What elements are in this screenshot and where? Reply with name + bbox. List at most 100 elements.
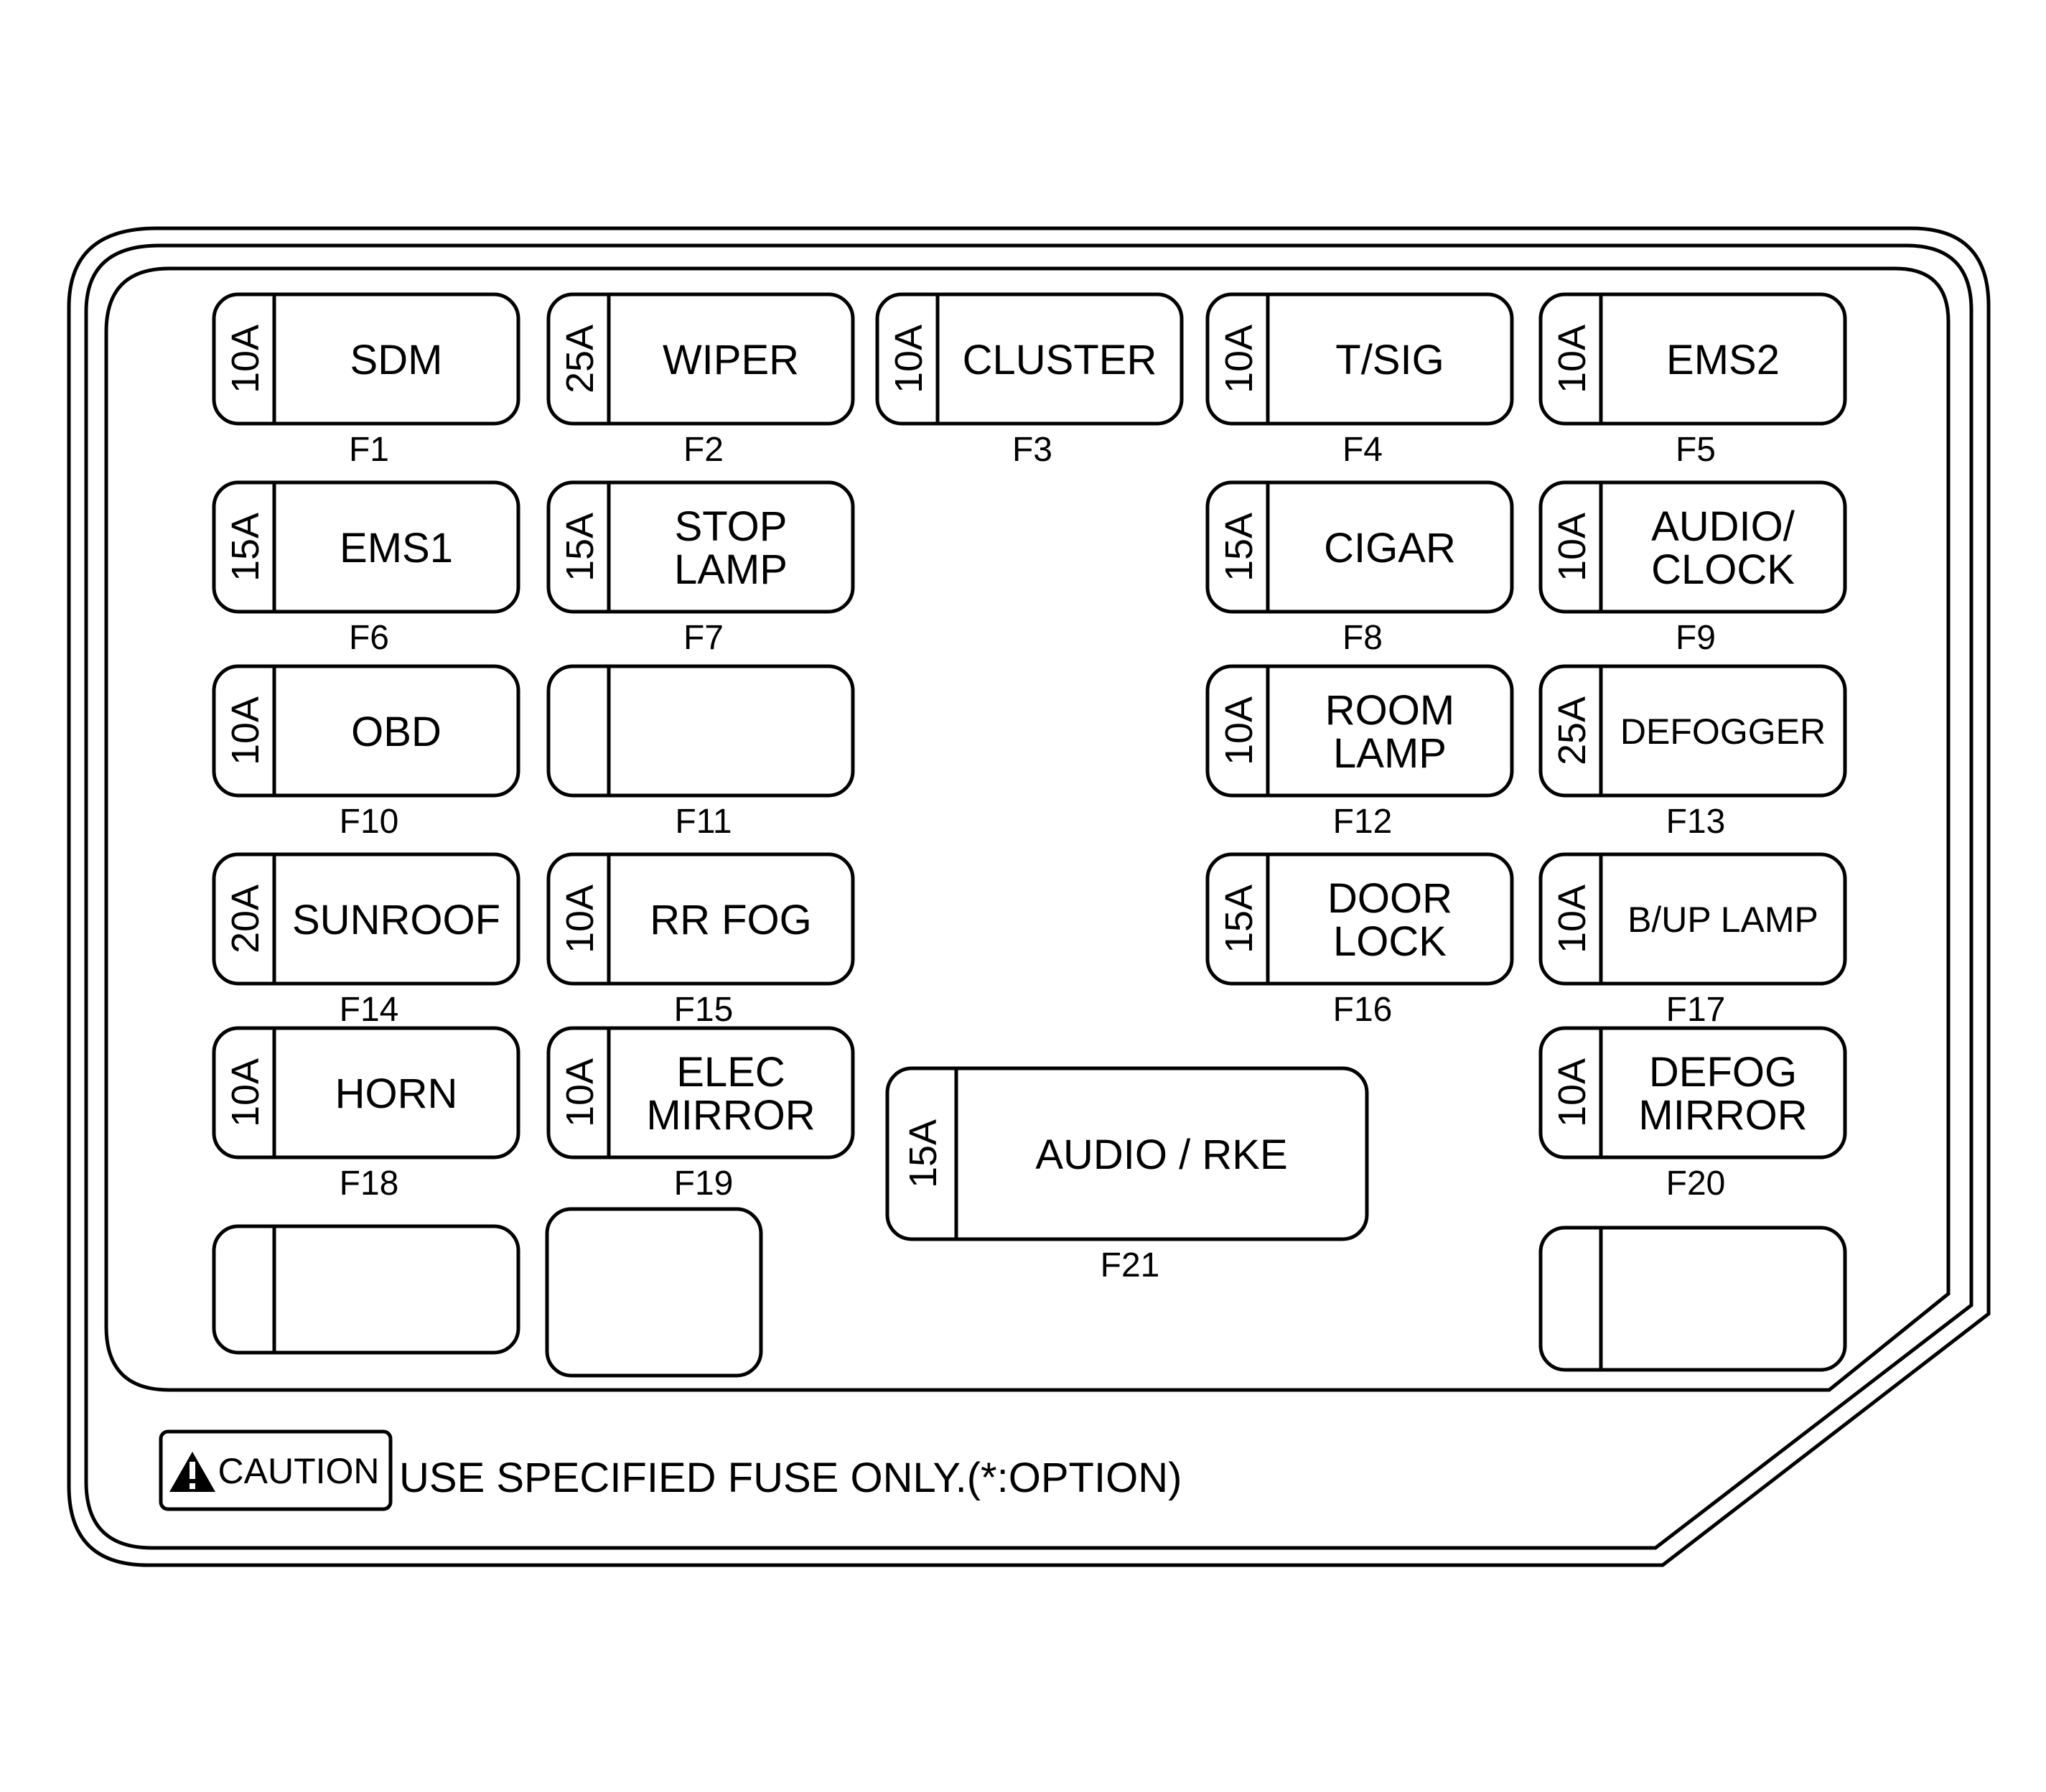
fuse-label: DEFOG (1649, 1049, 1797, 1096)
fuse-label: DOOR (1327, 875, 1452, 922)
fuse-rating: 15A (1218, 885, 1261, 953)
warning-icon (169, 1452, 215, 1492)
fuse-rating: 10A (1551, 325, 1594, 393)
fuse-label: CLUSTER (963, 337, 1157, 383)
fuse-body (212, 664, 520, 798)
fuse-body (875, 292, 1184, 426)
housing-inner-outline (104, 266, 1951, 1392)
fuse-label: EMS1 (340, 525, 453, 571)
fuse-rating: 10A (559, 1058, 602, 1127)
fuse-body (1538, 1026, 1847, 1159)
fuse-label: CIGAR (1324, 525, 1456, 571)
fuse-id: F1 (349, 431, 389, 469)
fuse-id: F6 (349, 619, 389, 657)
caution-message: USE SPECIFIED FUSE ONLY.(*:OPTION) (399, 1455, 1182, 1501)
fuse-f11: F11 (546, 664, 855, 841)
fuse-body (546, 664, 855, 798)
fuse-label: LOCK (1333, 918, 1447, 965)
fuse-id: F4 (1342, 431, 1383, 469)
housing-outer-outline (67, 226, 1991, 1567)
fuse-id: F15 (674, 991, 734, 1029)
fuse-label: LAMP (674, 546, 788, 593)
fuse-id: F16 (1333, 991, 1393, 1029)
fuse-rating: 15A (224, 513, 267, 582)
fuse-rating: 15A (902, 1119, 945, 1188)
fuse-label: WIPER (663, 337, 799, 383)
fuse-f8: 15A CIGAR F8 (1205, 480, 1514, 657)
fuse-rating: 10A (224, 325, 267, 393)
fuse-id: F2 (683, 431, 724, 469)
caution-badge-label: CAUTION (218, 1451, 380, 1491)
fuse-rating: 10A (887, 325, 930, 393)
fuse-id: F7 (683, 619, 724, 657)
caution-badge: CAUTION (159, 1429, 393, 1511)
fuse-id: F18 (340, 1165, 399, 1203)
spare-slot-2 (545, 1207, 763, 1378)
fuse-id: F8 (1342, 619, 1383, 657)
fuse-rating: 10A (224, 1058, 267, 1127)
fuse-label: AUDIO/ (1651, 503, 1795, 550)
fuse-label: OBD (351, 709, 442, 755)
fuse-label: MIRROR (1638, 1092, 1807, 1139)
fuse-rating: 10A (224, 696, 267, 765)
fuse-f21: 15A AUDIO / RKE F21 (885, 1066, 1369, 1284)
fuse-id: F13 (1666, 803, 1726, 841)
fuse-f18: 10A HORN F18 (212, 1026, 520, 1203)
fuse-id: F9 (1676, 619, 1716, 657)
fuse-body (1205, 480, 1514, 614)
housing-middle-outline (84, 243, 1973, 1550)
fuse-body (546, 292, 855, 426)
fuse-label: EMS2 (1666, 337, 1780, 383)
fuse-label: DEFOGGER (1620, 711, 1826, 752)
fuse-id: F21 (1101, 1246, 1160, 1284)
fuse-label: AUDIO / RKE (1035, 1131, 1287, 1178)
fuse-id: F5 (1676, 431, 1716, 469)
fuse-label: T/SIG (1335, 337, 1444, 383)
fuse-body (1538, 664, 1847, 798)
spare-slot-1 (212, 1224, 520, 1355)
fuse-rating: 10A (1551, 1058, 1594, 1127)
fuse-rating: 15A (559, 513, 602, 582)
fuse-f9: 10A AUDIO/CLOCK F9 (1538, 480, 1847, 657)
fuse-f2: 25A WIPER F2 (546, 292, 855, 469)
fuse-rating: 10A (1551, 885, 1594, 953)
fuse-body (1538, 292, 1847, 426)
fuse-rating: 15A (1218, 513, 1261, 582)
fuse-label: ROOM (1325, 687, 1454, 734)
fuse-body (546, 480, 855, 614)
fuse-label: MIRROR (646, 1092, 815, 1139)
spare-slot-3 (1538, 1226, 1847, 1372)
fuse-f1: 10A SDM F1 (212, 292, 520, 469)
fuse-rating: 20A (224, 885, 267, 953)
fuse-id: F19 (674, 1165, 734, 1203)
fuse-body (1538, 480, 1847, 614)
fuse-id: F17 (1666, 991, 1726, 1029)
fuse-body (1205, 852, 1514, 986)
fuse-rating: 10A (1551, 513, 1594, 582)
fuse-body (1538, 852, 1847, 986)
fuse-body (546, 852, 855, 986)
fuse-label: SDM (350, 337, 443, 383)
fuse-label: CLOCK (1651, 546, 1795, 593)
fuse-rating: 25A (559, 325, 602, 393)
fuse-rating: 10A (1218, 325, 1261, 393)
fuse-rating: 10A (1218, 696, 1261, 765)
fuse-body (546, 1026, 855, 1159)
fuse-body (212, 292, 520, 426)
fuse-label: ELEC (676, 1049, 785, 1096)
fuse-label: HORN (335, 1070, 458, 1117)
fuse-body (885, 1066, 1369, 1241)
